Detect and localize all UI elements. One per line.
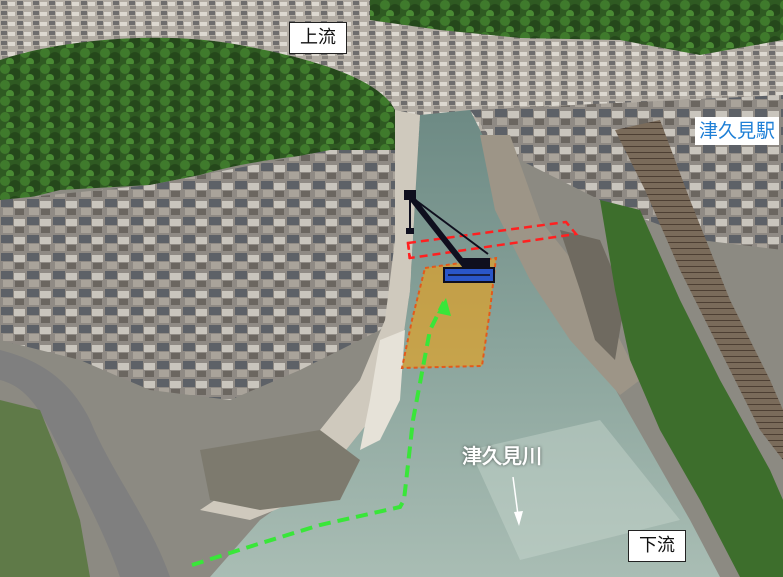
arrow-down-icon bbox=[512, 476, 523, 526]
downstream-label: 下流 bbox=[628, 530, 686, 562]
arrow-up-icon bbox=[437, 298, 451, 316]
access-route bbox=[191, 301, 446, 567]
crane-icon bbox=[404, 190, 495, 283]
station-label: 津久見駅 bbox=[694, 117, 779, 145]
upstream-label: 上流 bbox=[289, 22, 347, 54]
river-label: 津久見川 bbox=[462, 444, 542, 468]
red-boundary bbox=[406, 220, 579, 260]
